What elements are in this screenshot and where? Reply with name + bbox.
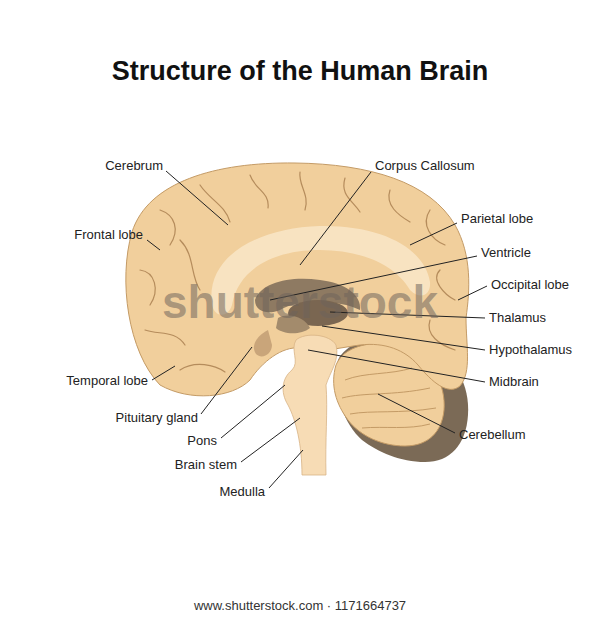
part-label: Midbrain bbox=[489, 374, 539, 390]
diagram-title: Structure of the Human Brain bbox=[0, 56, 600, 87]
cerebellum-folds bbox=[342, 368, 436, 428]
part-label: Frontal lobe bbox=[74, 227, 143, 243]
footer-credit: www.shutterstock.com · 1171664737 bbox=[194, 598, 406, 614]
part-label: Temporal lobe bbox=[66, 373, 148, 389]
watermark: shutterstock bbox=[162, 275, 438, 330]
part-label: Parietal lobe bbox=[461, 211, 533, 227]
part-label: Hypothalamus bbox=[489, 342, 572, 358]
part-label: Cerebellum bbox=[459, 427, 525, 443]
leader-lines bbox=[147, 171, 487, 488]
part-label: Ventricle bbox=[481, 245, 531, 261]
part-label: Cerebrum bbox=[105, 158, 163, 174]
part-label: Pituitary gland bbox=[116, 410, 198, 426]
pituitary-gland bbox=[254, 330, 272, 356]
part-label: Pons bbox=[187, 433, 217, 449]
brain-stem bbox=[283, 335, 337, 475]
part-label: Corpus Callosum bbox=[375, 158, 475, 174]
part-label: Occipital lobe bbox=[491, 277, 569, 293]
part-label: Medulla bbox=[219, 484, 265, 500]
part-label: Thalamus bbox=[489, 310, 546, 326]
part-label: Brain stem bbox=[175, 457, 237, 473]
